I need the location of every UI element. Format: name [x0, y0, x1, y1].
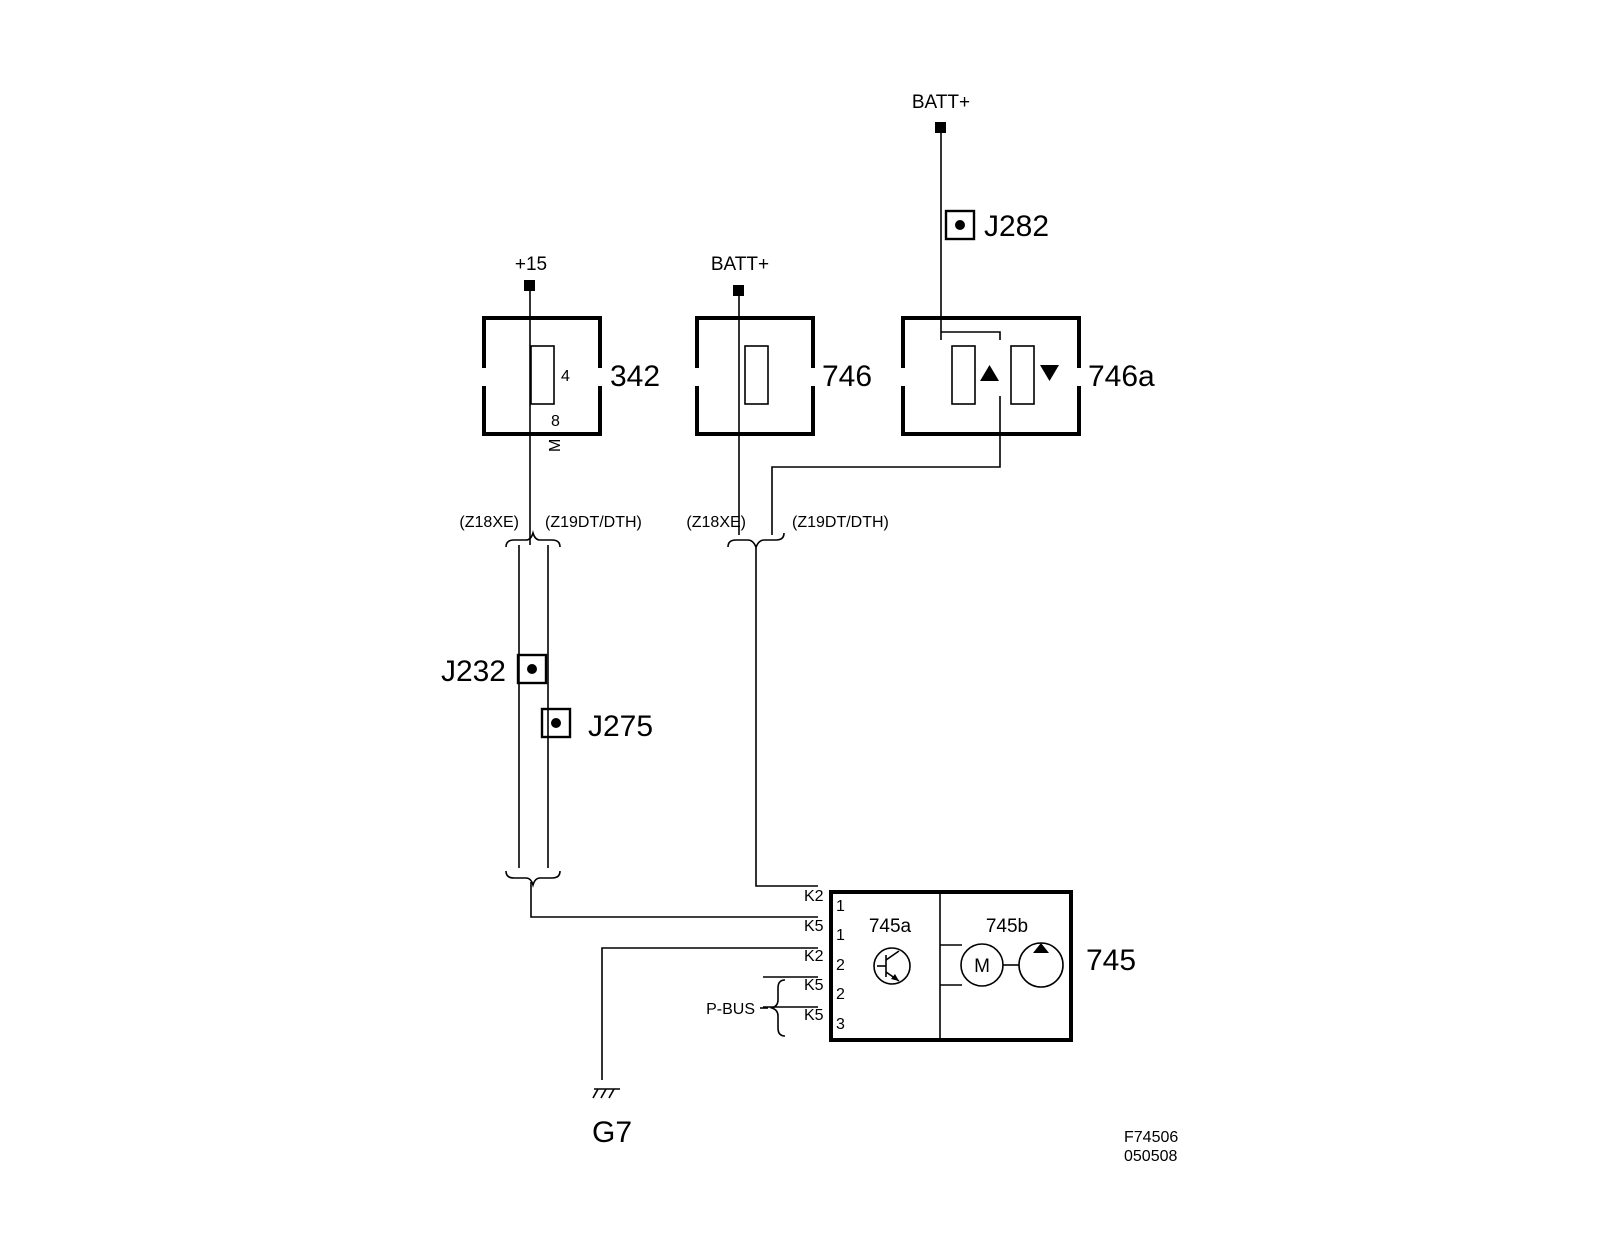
module-745-label: 745 — [1086, 944, 1136, 977]
pin-5-number: 3 — [836, 1016, 845, 1033]
pin-1-connector: K2 — [804, 888, 824, 905]
junction-j232 — [516, 653, 548, 685]
module-745b-label: 745b — [986, 916, 1028, 937]
figure-code: F74506 — [1124, 1129, 1178, 1146]
pin-2-number: 1 — [836, 927, 845, 944]
supply-batt-746a-label: BATT+ — [912, 92, 970, 113]
pin-3-connector: K2 — [804, 948, 824, 965]
variant-label-342-z18xe: (Z18XE) — [459, 514, 519, 531]
pbus-brace — [769, 979, 786, 1037]
variant-label-746-z19dt: (Z19DT/DTH) — [792, 514, 889, 531]
pbus-label: P-BUS — [706, 1001, 755, 1018]
relay-342-wire-code: M — [547, 439, 564, 452]
junction-j275 — [540, 707, 572, 739]
relay-342-fuse-element — [530, 345, 555, 405]
junction-j282-dot-icon — [955, 220, 965, 230]
fuse-746-element — [744, 345, 769, 405]
triangle-up-icon — [980, 365, 999, 381]
pin-3-number: 2 — [836, 957, 845, 974]
pump-icon — [1018, 942, 1064, 988]
pin-4-number: 2 — [836, 986, 845, 1003]
transistor-icon — [873, 947, 911, 985]
supply-batt-746-label: BATT+ — [711, 254, 769, 275]
junction-j282 — [944, 209, 976, 241]
junction-j275-dot-icon — [551, 718, 561, 728]
variant-label-342-z19dt: (Z19DT/DTH) — [545, 514, 642, 531]
junction-j275-label: J275 — [588, 710, 653, 743]
supply-batt-746a-terminal — [935, 122, 946, 133]
motor-icon: M — [960, 943, 1004, 987]
ground-g7-icon — [592, 1088, 620, 1099]
variant-brace-746 — [727, 532, 785, 550]
variant-brace-342 — [505, 530, 561, 548]
relay-342-pin-bottom: 8 — [551, 413, 560, 430]
pin-2-connector: K5 — [804, 918, 824, 935]
pin-4-connector: K5 — [804, 977, 824, 994]
supply-plus15-label: +15 — [515, 254, 547, 275]
pin-1-number: 1 — [836, 898, 845, 915]
junction-j282-label: J282 — [984, 210, 1049, 243]
variant-label-746-z18xe: (Z18XE) — [686, 514, 746, 531]
connector-pins: K2 1 K5 1 K2 2 K5 2 K5 3 — [804, 888, 845, 1033]
fuse-box-746a-label: 746a — [1088, 360, 1155, 393]
merge-brace-342 — [505, 870, 561, 888]
fuse-box-746 — [692, 316, 818, 436]
wires — [518, 133, 1001, 1080]
junction-j232-dot-icon — [527, 664, 537, 674]
module-745: 745a 745b M — [829, 890, 1073, 1042]
junction-j232-label: J232 — [441, 655, 506, 688]
ground-g7-label: G7 — [592, 1116, 632, 1149]
relay-342: 4 8 M — [479, 316, 605, 452]
fuse-box-746a — [898, 316, 1084, 436]
relay-342-pin-top: 4 — [561, 368, 570, 385]
triangle-down-icon — [1040, 365, 1059, 381]
module-745a-label: 745a — [869, 916, 912, 937]
fuse-box-746-label: 746 — [822, 360, 872, 393]
supply-batt-746-terminal — [733, 285, 744, 296]
relay-342-label: 342 — [610, 360, 660, 393]
supply-plus15-terminal — [524, 280, 535, 291]
motor-symbol: M — [974, 956, 990, 977]
fuse-746a-up-element — [951, 345, 976, 405]
figure-date: 050508 — [1124, 1148, 1177, 1165]
fuse-746a-down-element — [1010, 345, 1035, 405]
pin-5-connector: K5 — [804, 1007, 824, 1024]
